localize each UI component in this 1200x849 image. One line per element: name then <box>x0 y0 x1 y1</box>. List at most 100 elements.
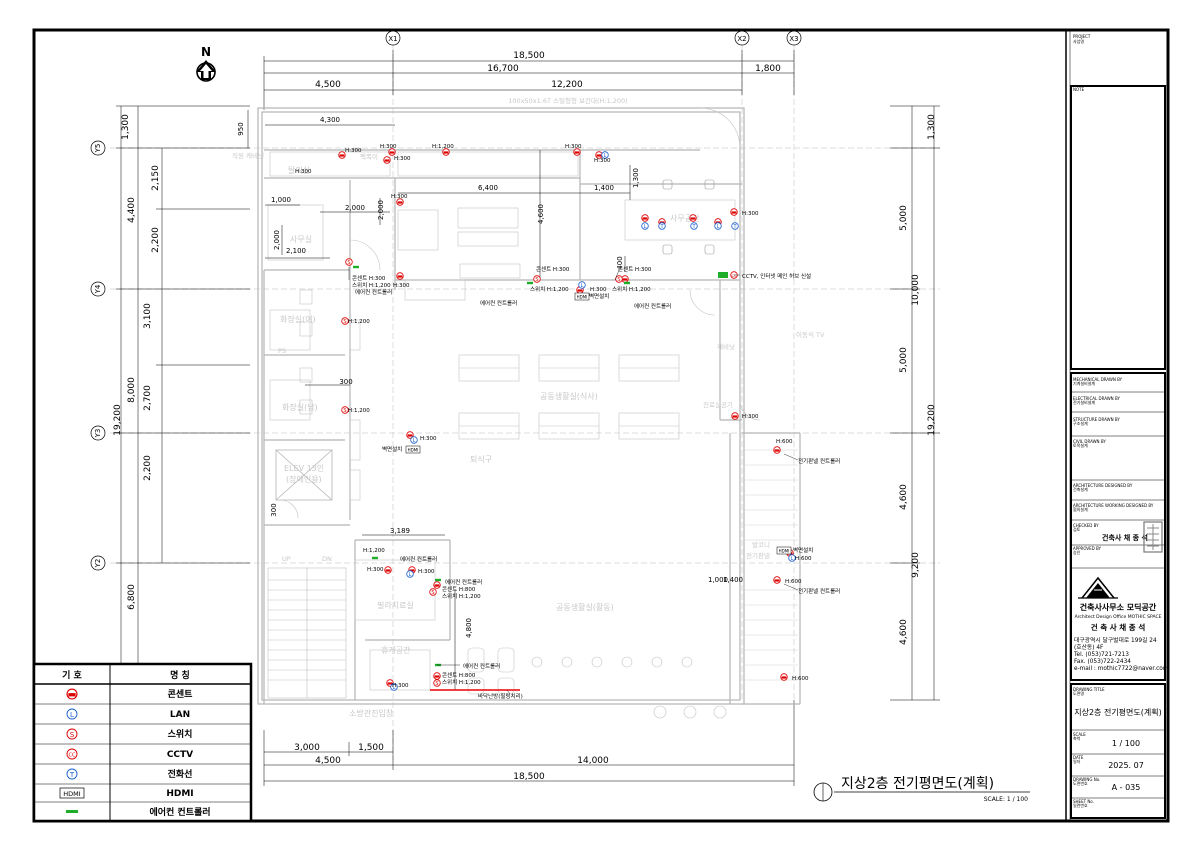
svg-text:Y2: Y2 <box>94 559 102 569</box>
svg-text:이동식 TV: 이동식 TV <box>796 330 825 339</box>
svg-text:H:300: H:300 <box>420 436 437 442</box>
svg-text:소방관진입창: 소방관진입창 <box>349 708 394 718</box>
svg-text:950: 950 <box>237 122 245 135</box>
svg-text:5,000: 5,000 <box>899 347 909 373</box>
svg-text:축척: 축척 <box>1073 735 1081 741</box>
svg-text:18,500: 18,500 <box>513 51 545 61</box>
svg-text:1,000: 1,000 <box>271 196 291 204</box>
svg-text:벽면설치: 벽면설치 <box>589 292 609 300</box>
svg-text:스위치 H:1,200: 스위치 H:1,200 <box>442 592 481 600</box>
hdmi-icon: HDMI <box>405 445 421 454</box>
outlet-icon <box>773 576 781 584</box>
switch-icon <box>345 258 353 267</box>
svg-text:19,200: 19,200 <box>927 404 937 436</box>
svg-text:H:1,200: H:1,200 <box>432 144 454 150</box>
svg-text:1,300: 1,300 <box>927 114 937 140</box>
svg-text:지상2층 전기평면도(계획): 지상2층 전기평면도(계획) <box>841 776 994 792</box>
room-labels: 직원 캐비넷 탈의실 팩폭이 사무실 사무공간 화장실(여) PS 화장실(남)… <box>232 151 825 718</box>
svg-text:H:300: H:300 <box>392 683 409 689</box>
svg-text:18,500: 18,500 <box>513 772 545 782</box>
svg-text:9,200: 9,200 <box>911 552 921 578</box>
outlet-icon <box>396 272 404 280</box>
switch-icon <box>433 679 441 688</box>
svg-text:6,400: 6,400 <box>478 184 498 192</box>
svg-text:1,500: 1,500 <box>358 743 384 753</box>
svg-text:퇴식구: 퇴식구 <box>470 455 492 464</box>
svg-text:ARCHITECTURE WORKING DESIGNED: ARCHITECTURE WORKING DESIGNED BY <box>1073 503 1154 508</box>
svg-text:Fax. (053)722-2434: Fax. (053)722-2434 <box>1074 659 1131 665</box>
svg-text:1,000: 1,000 <box>708 576 728 584</box>
svg-text:4,500: 4,500 <box>315 756 341 766</box>
outlet-icon <box>731 412 739 420</box>
svg-text:H:1,200: H:1,200 <box>363 548 385 554</box>
svg-text:휴게공간: 휴게공간 <box>381 645 411 655</box>
svg-text:19,200: 19,200 <box>113 404 123 436</box>
svg-text:2,100: 2,100 <box>286 247 306 255</box>
svg-text:일자: 일자 <box>1073 758 1081 764</box>
outlet-icon <box>66 688 78 700</box>
svg-text:에어컨 컨트롤러: 에어컨 컨트롤러 <box>149 806 210 818</box>
svg-text:H:300: H:300 <box>380 144 397 150</box>
svg-text:HDMI: HDMI <box>779 549 790 554</box>
svg-text:바닥난방(필링치리): 바닥난방(필링치리) <box>478 692 523 700</box>
svg-text:1,300: 1,300 <box>121 114 131 140</box>
lan-icon <box>641 222 649 231</box>
svg-text:에어컨 컨트롤러: 에어컨 컨트롤러 <box>463 662 500 670</box>
svg-text:CC: CC <box>732 274 737 278</box>
svg-text:일련번호: 일련번호 <box>1073 802 1088 808</box>
svg-text:(장애인용): (장애인용) <box>286 474 322 484</box>
aircon-controller-icon <box>372 556 378 560</box>
svg-text:LAN: LAN <box>170 710 190 720</box>
legend-row: CC CCTV <box>66 748 193 760</box>
svg-text:콘센트 H:800: 콘센트 H:800 <box>442 671 476 679</box>
svg-text:4,300: 4,300 <box>320 116 340 124</box>
outlet-icon <box>433 672 441 680</box>
svg-text:MECHANICAL DRAWN BY: MECHANICAL DRAWN BY <box>1073 377 1123 382</box>
svg-text:도면명: 도면명 <box>1073 690 1084 696</box>
svg-text:SHEET No.: SHEET No. <box>1073 799 1094 804</box>
svg-text:400: 400 <box>616 256 624 269</box>
svg-text:화장실(남): 화장실(남) <box>282 402 318 412</box>
svg-text:X1: X1 <box>388 35 397 43</box>
lan-icon <box>410 436 418 445</box>
svg-text:화장실(여): 화장실(여) <box>280 314 316 324</box>
svg-text:2,700: 2,700 <box>143 385 153 411</box>
svg-text:H:300: H:300 <box>742 414 759 420</box>
svg-text:e-mail : mothic7722@naver.com: e-mail : mothic7722@naver.com <box>1074 666 1169 672</box>
floor-plan: X1 X2 X3 Y5 Y4 Y3 Y2 N <box>90 30 1030 803</box>
svg-text:3,000: 3,000 <box>294 743 320 753</box>
svg-text:직원 캐비넷: 직원 캐비넷 <box>232 151 264 160</box>
switch-icon <box>615 275 623 284</box>
svg-text:H:300: H:300 <box>418 569 435 575</box>
svg-text:1 / 100: 1 / 100 <box>1112 739 1140 748</box>
svg-text:협의설계: 협의설계 <box>1073 506 1088 512</box>
svg-text:4,600: 4,600 <box>537 204 545 224</box>
north-arrow-icon: N <box>196 45 216 82</box>
svg-text:2,000: 2,000 <box>273 230 281 250</box>
svg-text:구조설계: 구조설계 <box>1073 420 1088 426</box>
cctv-icon: CC <box>66 748 78 760</box>
svg-text:Y3: Y3 <box>94 429 102 439</box>
svg-text:에어컨 컨트롤러: 에어컨 컨트롤러 <box>634 302 671 310</box>
svg-text:2,000: 2,000 <box>345 204 365 212</box>
drawing-title: 지상2층 전기평면도(계획) SCALE: 1 / 100 <box>813 776 1030 803</box>
svg-text:H:600: H:600 <box>795 556 812 562</box>
outlet-icon <box>730 208 738 216</box>
svg-text:DRAWING TITLE: DRAWING TITLE <box>1073 687 1105 692</box>
legend-row: HDMI HDMI <box>59 787 194 799</box>
svg-text:SCALE: 1 / 100: SCALE: 1 / 100 <box>984 796 1028 803</box>
svg-text:DN: DN <box>322 555 332 563</box>
svg-text:2,000: 2,000 <box>377 200 385 220</box>
switch-icon <box>533 275 541 284</box>
svg-text:스위치 H:1,200: 스위치 H:1,200 <box>530 285 569 293</box>
svg-text:6,800: 6,800 <box>127 584 137 610</box>
svg-text:DATE: DATE <box>1073 755 1084 760</box>
svg-text:APPROVED BY: APPROVED BY <box>1073 546 1102 551</box>
svg-text:H:300: H:300 <box>742 211 759 217</box>
electrical-notes: H:300 H:300 H:300 H:300 H:1,200 H:300 H:… <box>295 144 840 700</box>
svg-text:ELECTRICAL DRAWN BY: ELECTRICAL DRAWN BY <box>1073 396 1120 401</box>
svg-text:CHECKED BY: CHECKED BY <box>1073 523 1099 528</box>
outlet-icon <box>433 581 441 589</box>
legend-row: S 스위치 <box>66 728 192 740</box>
svg-text:기 호: 기 호 <box>62 669 82 681</box>
